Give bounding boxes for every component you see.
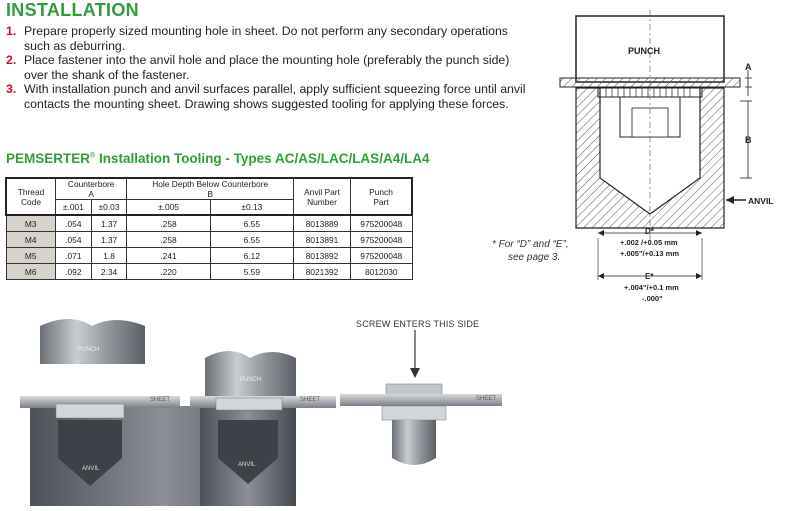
- step-text: Place fastener into the anvil hole and p…: [24, 53, 510, 82]
- step-text: Prepare properly sized mounting hole in …: [24, 24, 508, 53]
- b-mm: 6.12: [209, 247, 295, 264]
- punch-number: 975200048: [350, 214, 413, 232]
- tooling-title-rest: Installation Tooling - Types AC/AS/LAC/L…: [95, 151, 430, 166]
- punch-number: 975200048: [350, 231, 413, 248]
- b-inch: .258: [126, 231, 211, 248]
- note-line-1: * For “D” and “E”,: [492, 239, 569, 250]
- anvil-number: 8013889: [293, 214, 351, 232]
- dimension-d-tolerance-1: +.002 /+0.05 mm: [620, 238, 678, 247]
- b-mm: 5.59: [209, 263, 295, 280]
- a-mm: 1.8: [90, 247, 128, 264]
- note-line-2: see page 3.: [508, 252, 561, 263]
- step-number: 2.: [6, 53, 17, 68]
- tooling-title: PEMSERTER® Installation Tooling - Types …: [6, 151, 429, 166]
- tol-b-mm: ±0.13: [209, 199, 295, 216]
- table-row: M5 .071 1.8 .241 6.12 8013892 975200048: [5, 247, 413, 264]
- anvil-body: [575, 87, 725, 229]
- photo-step-2: [190, 351, 336, 506]
- a-inch: .092: [55, 263, 92, 280]
- registered-mark: ®: [90, 152, 96, 160]
- photo2-sheet-label: SHEET: [300, 397, 321, 403]
- a-inch: .071: [55, 247, 92, 264]
- dimension-e-label: E*: [645, 272, 654, 281]
- dimension-d-tolerance-2: +.005"/+0.13 mm: [620, 249, 680, 258]
- photo3-sheet: [340, 394, 502, 406]
- a-mm: 1.37: [90, 214, 128, 232]
- a-inch: .054: [55, 231, 92, 248]
- screw-enters-label: SCREW ENTERS THIS SIDE: [356, 319, 480, 329]
- step-number: 3.: [6, 82, 17, 97]
- table-row: M3 .054 1.37 .258 6.55 8013889 975200048: [5, 214, 413, 232]
- installation-heading: INSTALLATION: [6, 0, 139, 20]
- anvil-number: 8013891: [293, 231, 351, 248]
- tol-b-inch: ±.005: [126, 199, 211, 216]
- photo1-anvil-label: ANVIL: [82, 466, 100, 472]
- tooling-title-brand: PEMSERTER: [6, 151, 91, 166]
- anvil-label: ANVIL: [748, 196, 774, 206]
- a-mm: 2.34: [90, 263, 128, 280]
- dimension-d-label: D*: [645, 227, 654, 236]
- photo1-punch: [40, 319, 145, 364]
- photo2-fastener: [215, 397, 283, 411]
- photo3-fastener-shank: [392, 420, 436, 465]
- knurl-lines: [605, 88, 691, 97]
- step-text: With installation punch and anvil surfac…: [24, 82, 526, 111]
- photo-step-3: [340, 330, 502, 465]
- b-mm: 6.55: [209, 231, 295, 248]
- punch-label: PUNCH: [628, 46, 661, 56]
- installation-steps: 1. Prepare properly sized mounting hole …: [6, 24, 526, 112]
- tol-a-inch: ±.001: [55, 199, 92, 216]
- punch-number: 8012030: [350, 263, 413, 280]
- table-row: M6 .092 2.34 .220 5.59 8021392 8012030: [5, 263, 413, 280]
- a-mm: 1.37: [90, 231, 128, 248]
- dimension-e-tolerance-1: +.004"/+0.1 mm: [624, 283, 679, 292]
- installation-photos: [20, 319, 502, 506]
- punch-number: 975200048: [350, 247, 413, 264]
- b-inch: .220: [126, 263, 211, 280]
- anvil-number: 8013892: [293, 247, 351, 264]
- thread-code: M4: [5, 231, 56, 248]
- photo2-punch: [205, 351, 296, 398]
- step-3: 3. With installation punch and anvil sur…: [6, 82, 526, 111]
- tooling-cross-section-diagram: [559, 10, 752, 280]
- step-1: 1. Prepare properly sized mounting hole …: [6, 24, 526, 53]
- dimension-a-label: A: [745, 62, 752, 72]
- photo1-punch-label: PUNCH: [78, 347, 100, 353]
- dimension-b-label: B: [745, 135, 752, 145]
- thread-code: M3: [5, 214, 56, 232]
- b-mm: 6.55: [209, 214, 295, 232]
- step-2: 2. Place fastener into the anvil hole an…: [6, 53, 526, 82]
- anvil-number: 8021392: [293, 263, 351, 280]
- photo3-fastener-knurl: [381, 405, 447, 421]
- photo2-punch-label: PUNCH: [240, 377, 262, 383]
- b-inch: .241: [126, 247, 211, 264]
- dimension-e-tolerance-2: -.000": [642, 294, 663, 303]
- photo1-fastener: [55, 403, 125, 419]
- tol-a-mm: ±0.03: [90, 199, 128, 216]
- thread-code: M5: [5, 247, 56, 264]
- thread-code: M6: [5, 263, 56, 280]
- step-number: 1.: [6, 24, 17, 38]
- photo2-anvil-label: ANVIL: [238, 462, 256, 468]
- a-inch: .054: [55, 214, 92, 232]
- table-row: M4 .054 1.37 .258 6.55 8013891 975200048: [5, 231, 413, 248]
- photo3-sheet-label: SHEET: [476, 396, 497, 402]
- photo1-sheet-label: SHEET: [150, 397, 171, 403]
- dimension-note: * For “D” and “E”, see page 3.: [492, 238, 569, 264]
- b-inch: .258: [126, 214, 211, 232]
